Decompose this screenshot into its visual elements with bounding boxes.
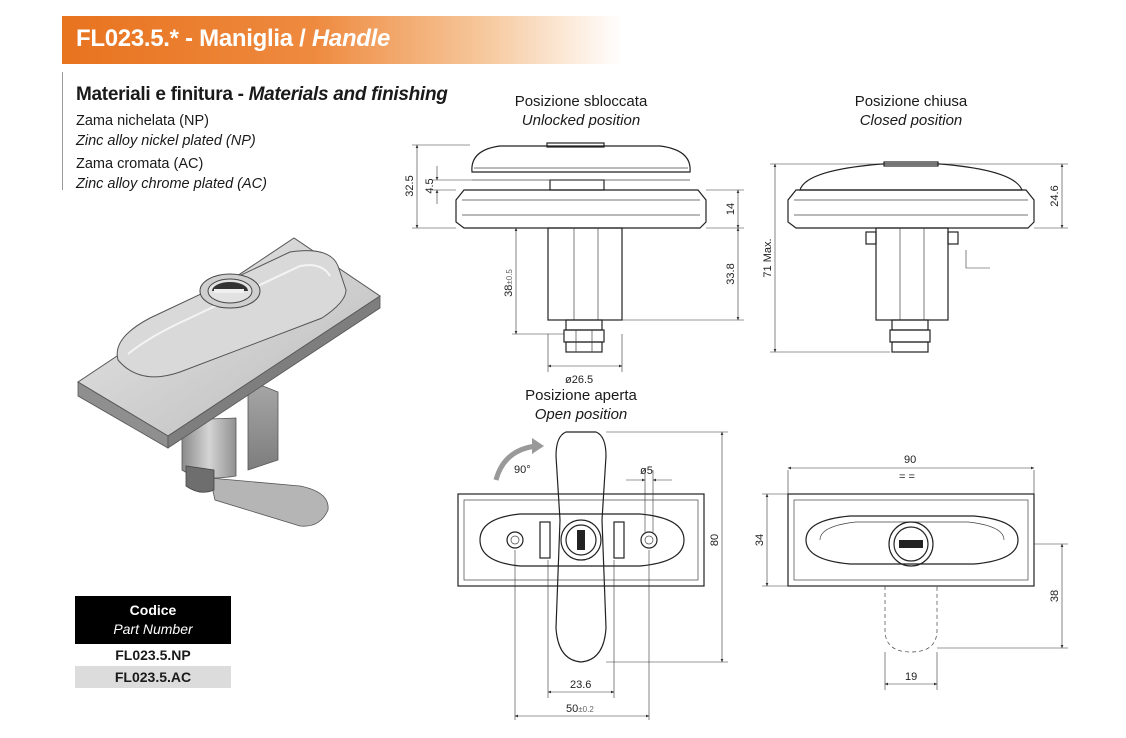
dim-34: 34 (754, 534, 766, 546)
material-line: Zama cromata (AC) (76, 156, 204, 172)
dim-23-6: 23.6 (570, 679, 591, 691)
dim-71-max: 71 Max. (762, 238, 774, 277)
part-number-table: Codice Part Number FL023.5.NP FL023.5.AC (75, 596, 231, 688)
dim-80: 80 (709, 534, 721, 546)
drawing-open: 90° 80 ø5 23.6 50±0.2 (457, 431, 728, 720)
view-title-closed-it: Posizione chiusa (854, 93, 968, 110)
dim-38-value: 38 (503, 285, 515, 297)
product-render (77, 237, 381, 527)
dim-50-value: 50 (566, 703, 578, 715)
page-title: FL023.5.* - Maniglia / Handle (76, 25, 390, 53)
materials-heading-sep: - (232, 84, 249, 105)
dim-38: 38±0.5 (503, 269, 515, 297)
view-title-open-it: Posizione aperta (525, 387, 637, 404)
table-row: FL023.5.AC (75, 666, 231, 688)
svg-text:= =: = = (899, 471, 915, 483)
material-line: Zinc alloy chrome plated (AC) (76, 176, 267, 192)
title-english: Handle (311, 25, 391, 52)
drawing-unlocked: 32.5 4.5 14 38±0.5 33.8 ø26.5 (404, 142, 744, 386)
view-title-unlocked-en: Unlocked position (521, 112, 641, 129)
title-slash: / (292, 25, 312, 52)
view-title-closed-en: Closed position (859, 112, 963, 129)
table-row: FL023.5.NP (115, 647, 191, 663)
dim-diameter-26-5: ø26.5 (565, 374, 593, 386)
view-title-unlocked-it: Posizione sbloccata (514, 93, 648, 110)
dim-19: 19 (905, 671, 917, 683)
dim-50: 50±0.2 (566, 703, 594, 715)
materials-heading-it: Materiali e finitura (76, 84, 233, 105)
dim-14: 14 (725, 203, 737, 215)
view-title-closed: Posizione chiusa Closed position (855, 92, 968, 130)
materials-divider (62, 72, 63, 190)
title-separator: - (178, 25, 200, 52)
product-code: FL023.5.* (76, 25, 179, 52)
view-title-open-en: Open position (534, 406, 628, 423)
dim-32-5: 32.5 (404, 175, 416, 196)
dim-38-closed: 38 (1049, 590, 1061, 602)
dim-90: 90 (904, 454, 916, 466)
dim-33-8: 33.8 (725, 263, 737, 284)
part-number-header-en: Part Number (113, 621, 193, 637)
rotation-90-deg: 90° (514, 464, 531, 476)
dim-24-6: 24.6 (1049, 185, 1061, 206)
view-title-unlocked: Posizione sbloccata Unlocked position (515, 92, 648, 130)
part-number-header-it: Codice (129, 602, 177, 618)
drawing-closed: 71 Max. 24.6 (762, 161, 1068, 353)
materials-heading: Materiali e finitura - Materials and fin… (76, 84, 448, 106)
material-line: Zinc alloy nickel plated (NP) (76, 133, 256, 149)
dim-38-tolerance: ±0.5 (505, 269, 514, 285)
dim-50-tolerance: ±0.2 (578, 705, 594, 714)
materials-heading-en: Materials and finishing (248, 84, 448, 105)
drawing-closed-top: 90 = = 34 38 19 (754, 454, 1068, 690)
view-title-open: Posizione aperta Open position (525, 386, 637, 424)
dim-diameter-5: ø5 (640, 465, 653, 477)
dim-4-5: 4.5 (424, 178, 436, 193)
material-line: Zama nichelata (NP) (76, 113, 209, 129)
title-italian: Maniglia (199, 25, 293, 52)
title-banner: FL023.5.* - Maniglia / Handle (62, 16, 622, 64)
part-number-header: Codice Part Number (75, 596, 231, 644)
